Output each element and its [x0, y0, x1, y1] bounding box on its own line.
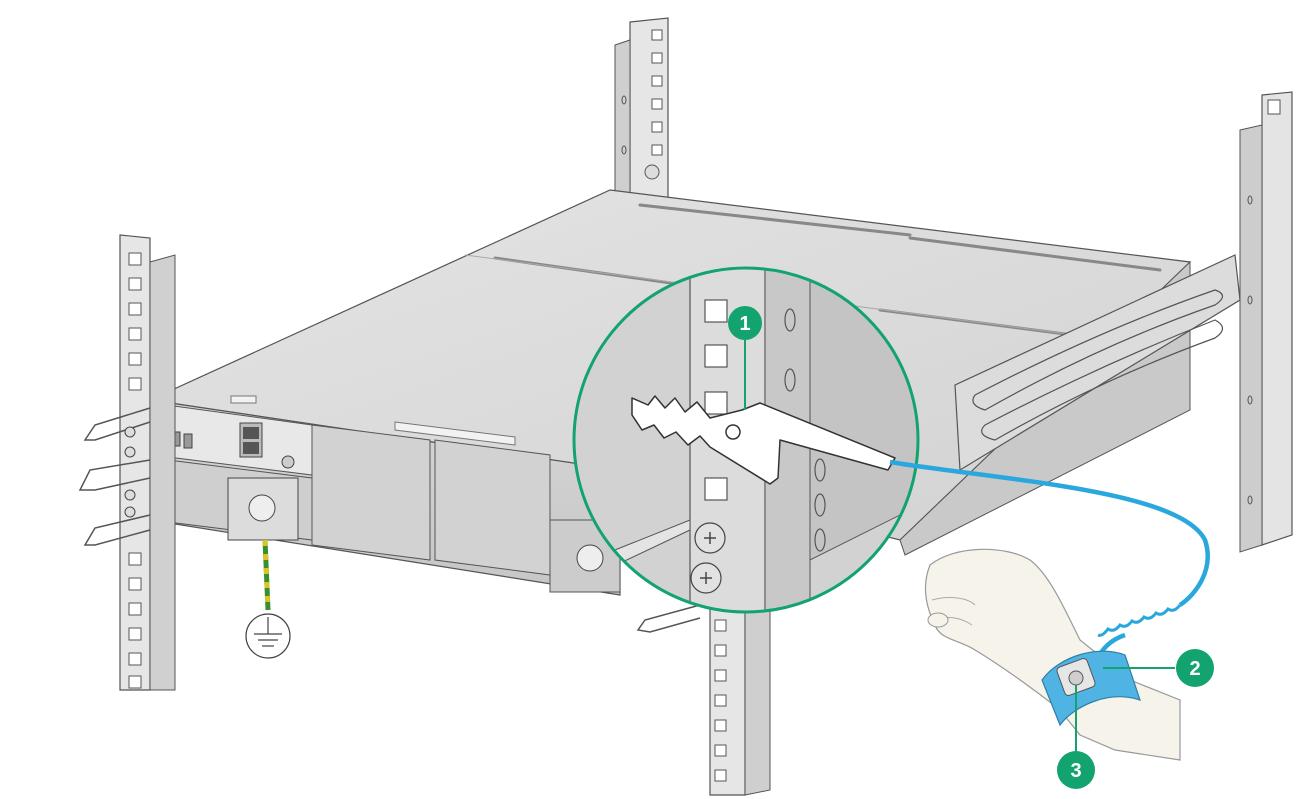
callout-1-label: 1 — [739, 313, 750, 335]
ground-wire — [262, 539, 271, 611]
callout-2: 2 — [1176, 649, 1214, 687]
hand — [924, 548, 1181, 761]
rack-post-front-right — [636, 594, 771, 796]
callout-3: 3 — [1057, 751, 1095, 789]
callout-2-label: 2 — [1189, 658, 1200, 680]
rack-post-rear-right — [1239, 91, 1293, 553]
callout-leaders — [744, 340, 1175, 752]
rack-post-front-left — [78, 234, 176, 691]
ground-symbol-icon — [245, 613, 291, 659]
magnified-view — [572, 266, 920, 614]
wrist-strap-icon — [1041, 650, 1141, 727]
alligator-clip-icon — [631, 395, 896, 485]
callout-3-label: 3 — [1070, 760, 1081, 782]
callout-1: 1 — [728, 306, 762, 340]
